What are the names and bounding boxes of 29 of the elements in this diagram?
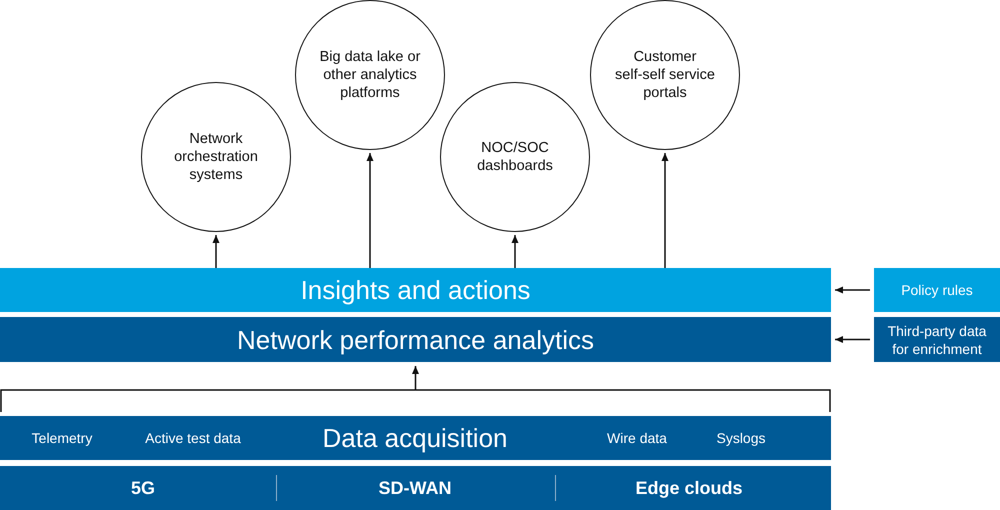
circle-label: NOC/SOC dashboards xyxy=(476,139,554,175)
arrow xyxy=(512,235,518,268)
input-box xyxy=(874,317,1000,362)
layer-bar xyxy=(0,317,831,362)
input-label: Policy rules xyxy=(901,281,973,299)
arrow xyxy=(366,153,374,268)
network-bar xyxy=(0,466,831,510)
network-label: SD-WAN xyxy=(378,477,452,499)
circle-label: Big data lake or other analytics platforms xyxy=(318,48,422,102)
layer-bar xyxy=(0,416,831,460)
circle-label: Customer self-self service portals xyxy=(614,48,716,102)
layer-bar xyxy=(0,268,831,312)
layer-title: Insights and actions xyxy=(300,275,530,305)
source-label: Wire data xyxy=(607,429,667,447)
arrow xyxy=(835,286,870,294)
source-label: Active test data xyxy=(145,429,241,447)
arrow xyxy=(212,235,220,268)
input-box xyxy=(874,268,1000,312)
network-label: 5G xyxy=(131,477,155,499)
input-label: Third-party data for enrichment xyxy=(886,322,988,358)
circle-label: Network orchestration systems xyxy=(173,130,259,184)
bracket-arrow xyxy=(0,365,831,413)
source-label: Syslogs xyxy=(716,429,766,447)
source-label: Telemetry xyxy=(32,429,92,447)
layer-title: Data acquisition xyxy=(322,423,508,453)
arrow xyxy=(662,153,668,268)
arrow xyxy=(835,336,870,343)
layer-title: Network performance analytics xyxy=(237,324,594,354)
network-label: Edge clouds xyxy=(636,477,742,499)
